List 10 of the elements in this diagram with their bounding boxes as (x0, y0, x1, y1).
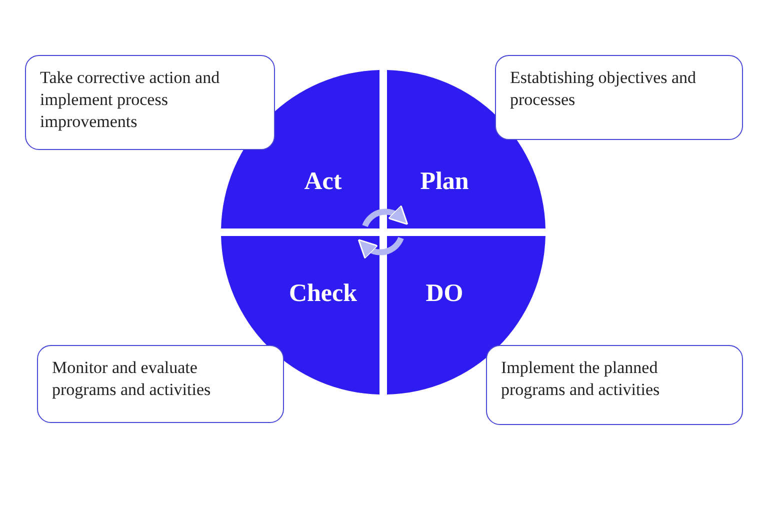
description-box: Take corrective action and implement process improvements (25, 55, 275, 150)
quadrant-label: Act (304, 168, 342, 196)
description-box: Monitor and evaluate programs and activities (37, 345, 284, 423)
quadrant-label: DO (426, 280, 464, 308)
quadrant-label: Check (288, 280, 358, 308)
quadrant-label: Plan (420, 168, 469, 196)
description-box: Estabtishing objectives and processes (495, 55, 743, 140)
curved-arrow (362, 204, 409, 228)
curved-arrow (357, 236, 404, 260)
description-box: Implement the planned programs and activities (486, 345, 743, 425)
